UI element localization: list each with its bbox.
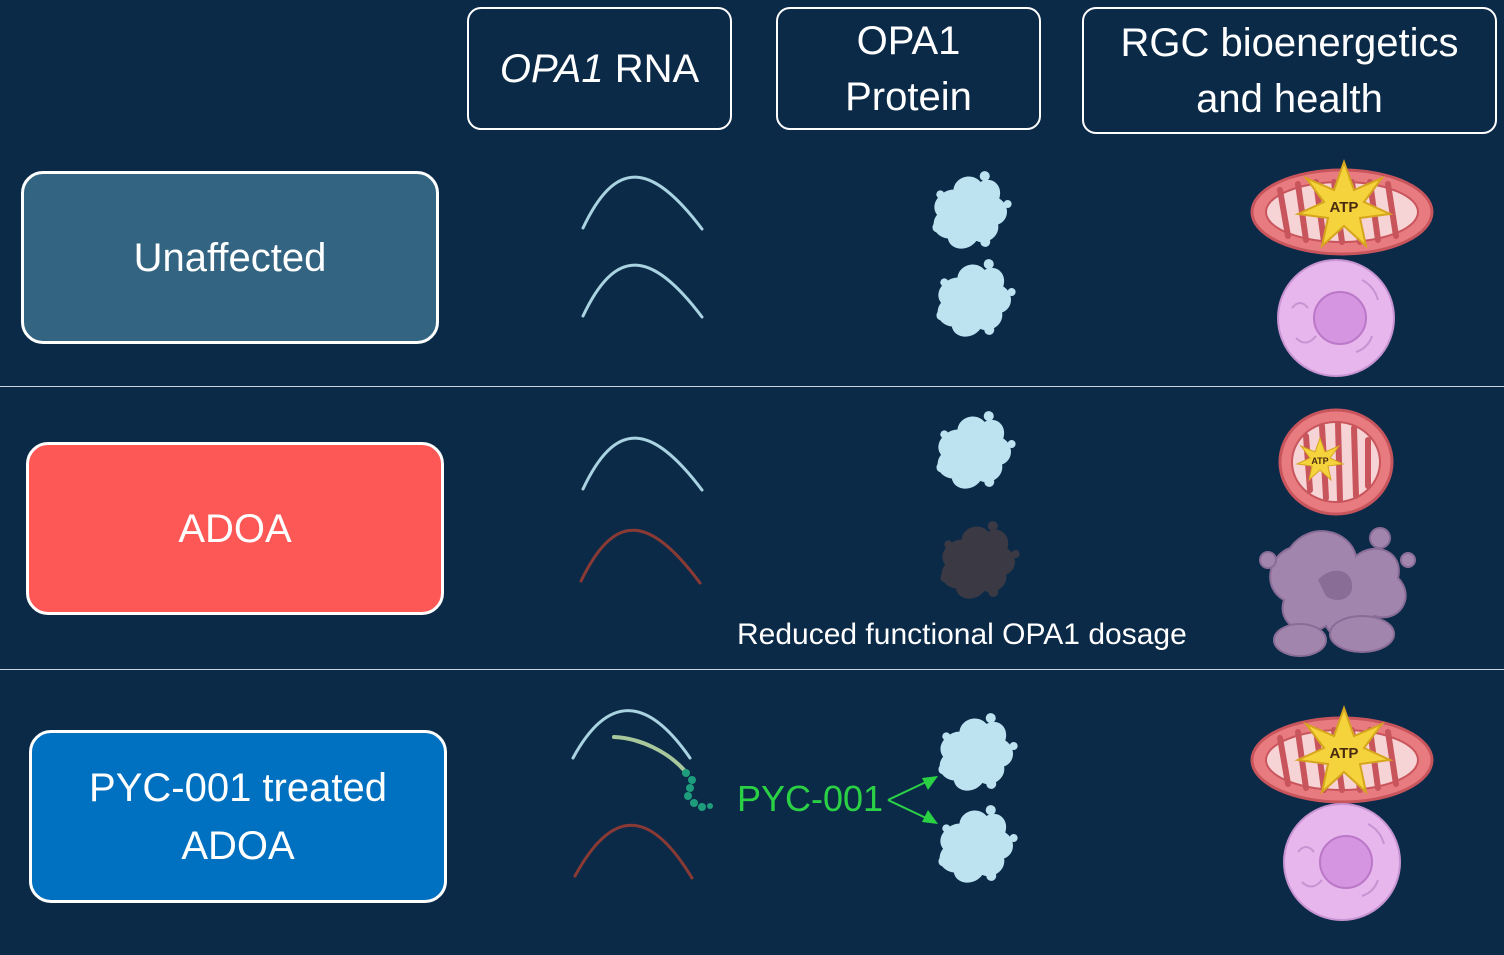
antisense-oligo-icon xyxy=(612,735,686,772)
row-divider-1 xyxy=(0,386,1504,387)
healthy-cell-icon xyxy=(1277,259,1395,377)
rna-strand-icon xyxy=(581,263,704,319)
mutant-rna-strand-icon xyxy=(579,528,702,585)
atp-label: ATP xyxy=(1330,745,1359,762)
header-rna-gene: OPA1 xyxy=(499,46,604,91)
mutant-opa1-protein-icon xyxy=(927,514,1031,612)
row-label-treated-line2: ADOA xyxy=(181,823,295,868)
header-opa1-protein: OPA1 Protein xyxy=(776,7,1041,130)
atp-label: ATP xyxy=(1311,456,1328,466)
header-opa1-rna: OPA1 RNA xyxy=(467,7,732,130)
antisense-oligo-beads-icon xyxy=(682,769,713,811)
header-protein-line1: OPA1 xyxy=(856,18,961,63)
healthy-cell-icon xyxy=(1283,803,1401,921)
header-rgc-health: RGC bioenergetics and health xyxy=(1082,7,1497,134)
row-label-treated: PYC-001 treated ADOA xyxy=(29,730,447,903)
opa1-protein-icon xyxy=(923,404,1027,502)
row-label-treated-line1: PYC-001 treated xyxy=(89,765,387,810)
atp-label: ATP xyxy=(1330,199,1359,216)
header-health-line2: and health xyxy=(1196,76,1383,121)
row-label-unaffected-text: Unaffected xyxy=(133,235,327,280)
pyc-001-label: PYC-001 xyxy=(737,778,884,819)
arrow-icon xyxy=(887,781,927,819)
rna-strand-icon xyxy=(571,709,692,760)
row-divider-2 xyxy=(0,669,1504,670)
arrow-head-icon xyxy=(922,810,938,824)
row-label-adoa-text: ADOA xyxy=(178,506,292,551)
opa1-protein-icon xyxy=(919,164,1023,262)
header-protein-line2: Protein xyxy=(845,74,972,119)
mutant-rna-strand-icon xyxy=(573,823,694,880)
rna-strand-icon xyxy=(581,436,704,492)
rna-strand-icon xyxy=(581,175,704,231)
header-health-line1: RGC bioenergetics xyxy=(1120,20,1459,65)
opa1-protein-icon xyxy=(923,252,1027,350)
opa1-protein-icon xyxy=(925,798,1029,896)
reduced-dosage-caption: Reduced functional OPA1 dosage xyxy=(737,618,1187,651)
damaged-cell-icon xyxy=(1259,527,1416,657)
row-label-unaffected: Unaffected xyxy=(21,171,439,344)
opa1-protein-icon xyxy=(925,706,1029,804)
row-label-adoa: ADOA xyxy=(26,442,444,615)
header-rna-suffix: RNA xyxy=(603,46,700,91)
arrow-head-icon xyxy=(922,776,938,790)
